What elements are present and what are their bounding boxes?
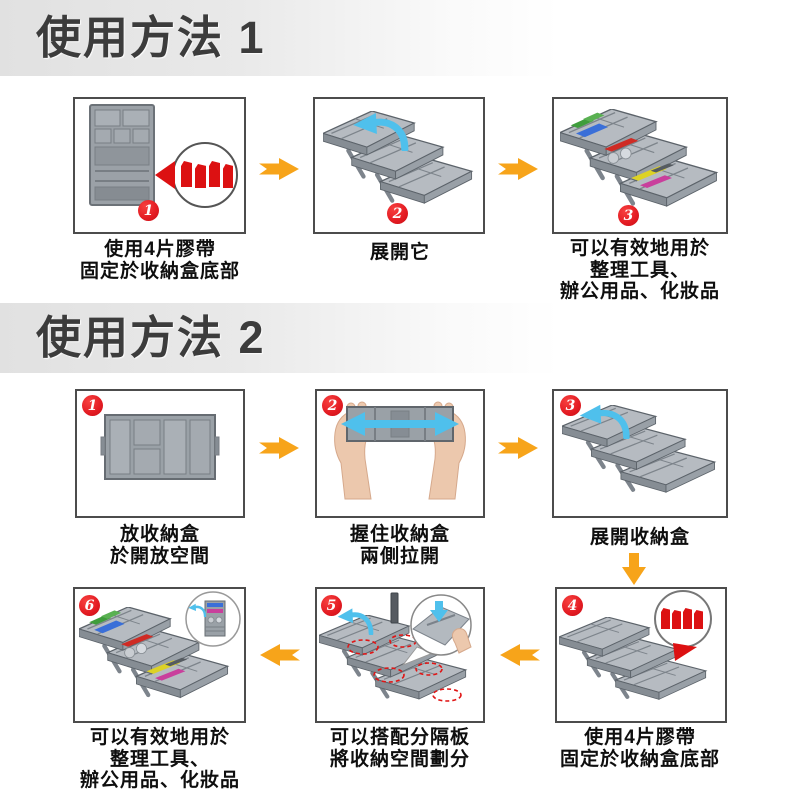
step-number-badge: 5	[321, 595, 342, 616]
step-panel-m1-2: 2	[313, 97, 485, 234]
step-panel-m2-6: 6	[73, 587, 246, 723]
step-caption: 展開收納盒	[589, 527, 690, 548]
step-number: 3	[623, 207, 634, 224]
step-caption: 可以有效地用於 整理工具、 辦公用品、化妝品	[79, 727, 240, 791]
step-panel-m2-4: 4	[555, 587, 727, 723]
step-caption: 展開它	[369, 242, 430, 263]
section-title-1: 使用方法 1	[36, 12, 266, 63]
insert-divider-magnifier	[412, 601, 472, 654]
step-number: 4	[567, 597, 578, 614]
step-number: 6	[84, 597, 95, 614]
step-panel-m2-5: 5	[315, 587, 485, 723]
step-caption: 放收納盒 於開放空間	[109, 524, 210, 567]
step-number-badge: 4	[562, 595, 583, 616]
step-number: 1	[87, 397, 98, 414]
pull-apart-arrow-icon	[341, 412, 459, 436]
step-caption: 使用4片膠帶 固定於收納盒底部	[79, 239, 240, 282]
section-header-1: 使用方法 1	[0, 0, 800, 76]
organizer-with-dividers-illustration	[317, 592, 472, 702]
step-number-badge: 1	[138, 200, 159, 221]
organizer-with-tape-magnifier-illustration	[557, 590, 712, 721]
section-header-2: 使用方法 2	[0, 303, 800, 373]
divider-board-icon	[390, 592, 399, 624]
arrow-left-icon	[499, 643, 541, 667]
arrow-right-icon	[258, 157, 300, 181]
step-number-badge: 1	[82, 395, 103, 416]
organizer-filled-with-tools-illustration	[554, 99, 726, 232]
step-number: 1	[143, 202, 154, 219]
arrow-left-icon	[259, 643, 301, 667]
folded-box-with-tape-illustration	[89, 104, 238, 208]
step-caption: 可以搭配分隔板 將收納空間劃分	[329, 727, 470, 770]
hands-pulling-box-illustration	[334, 401, 466, 500]
step-caption: 握住收納盒 兩側拉開	[349, 524, 450, 567]
arrow-right-icon	[497, 436, 539, 460]
step-caption: 可以有效地用於 整理工具、 辦公用品、化妝品	[559, 238, 720, 302]
step-number-badge: 2	[322, 395, 343, 416]
folded-stack-inset	[187, 600, 226, 637]
tape-pointer-icon	[155, 161, 175, 189]
step-number-badge: 3	[618, 205, 639, 226]
arrow-right-icon	[497, 157, 539, 181]
step-number: 2	[327, 397, 338, 414]
arrow-down-icon	[621, 552, 647, 586]
step-panel-m2-1: 1	[75, 389, 245, 518]
step-number-badge: 2	[387, 203, 408, 224]
tape-pointer-icon	[673, 643, 697, 661]
step-number-badge: 3	[560, 395, 581, 416]
insert-arrow-icon	[430, 601, 448, 622]
step-panel-m2-2: 2	[315, 389, 485, 518]
step-number: 3	[565, 397, 576, 414]
step-caption: 使用4片膠帶 固定於收納盒底部	[559, 727, 720, 770]
step-panel-m2-3: 3	[552, 389, 728, 518]
flat-storage-tray-illustration	[100, 414, 220, 480]
step-panel-m1-3: 3	[552, 97, 728, 234]
step-number-badge: 6	[79, 595, 100, 616]
step-panel-m1-1: 1	[73, 97, 246, 234]
step-number: 5	[326, 597, 337, 614]
section-title-2: 使用方法 2	[36, 312, 266, 363]
organizer-filled-with-tools-illustration	[75, 591, 241, 721]
step-number: 2	[392, 205, 403, 222]
arrow-right-icon	[258, 436, 300, 460]
